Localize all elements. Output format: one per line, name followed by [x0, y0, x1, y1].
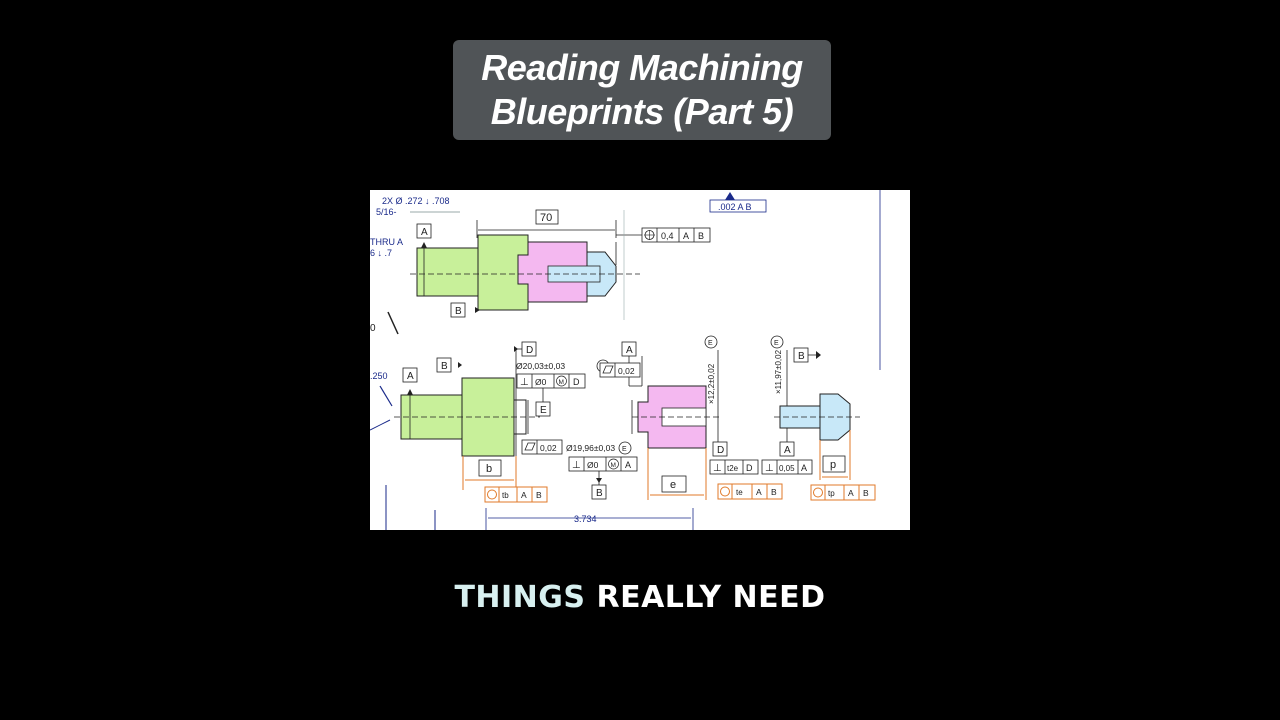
e-circle-2: E	[622, 446, 627, 453]
fcf-tb: tb	[502, 491, 509, 500]
dim-20: Ø20,03±0,03	[516, 361, 565, 371]
svg-text:⊥: ⊥	[765, 463, 774, 474]
fcf-19-zero: Ø0	[587, 460, 599, 470]
dim-3734: 3.734	[574, 514, 597, 524]
video-title-box: Reading Machining Blueprints (Part 5)	[453, 40, 831, 140]
caption-word-1: THINGS	[454, 580, 586, 615]
fcf-t2e: t2e	[727, 464, 739, 473]
blueprint-diagram: 2X Ø .272 ↓ .708 5/16- THRU A 6 ↓ .7 .25…	[370, 190, 910, 530]
dim-12: ×12,2±0,02	[707, 363, 716, 404]
fcf-te-A: A	[756, 487, 762, 497]
datum-B-bl: B	[441, 361, 448, 372]
fcf-005-A: A	[801, 463, 807, 473]
dim-19: Ø19,96±0,03	[566, 443, 615, 453]
subtitle-caption: THINGS REALLY NEED	[0, 580, 1280, 615]
fcf-tp-B: B	[863, 488, 869, 498]
datum-A-mid: A	[626, 345, 633, 356]
title-line-2: Blueprints (Part 5)	[490, 91, 794, 132]
top-green-shaft	[416, 247, 480, 297]
datum-B-19: B	[596, 488, 603, 499]
top-note-2: 5/16-	[376, 207, 397, 217]
left-note-thru: THRU A	[370, 237, 403, 247]
datum-E-bl: E	[540, 405, 547, 416]
e-circle-3: E	[708, 340, 713, 347]
left-note-250: .250	[370, 371, 388, 381]
fcf-top-B: B	[698, 231, 704, 241]
e-circle-4: E	[774, 340, 779, 347]
fcf-te: te	[736, 488, 743, 497]
flat-bl: 0,02	[540, 443, 557, 453]
label-b: b	[486, 463, 492, 475]
datum-A-bl: A	[407, 371, 414, 382]
fcf-t2e-D: D	[746, 463, 753, 473]
label-p: p	[830, 459, 836, 471]
datum-D-bl: D	[526, 345, 533, 356]
svg-text:⊥: ⊥	[713, 463, 722, 474]
fcf-bl-m: M	[559, 379, 564, 386]
fcf-bl-D: D	[573, 377, 580, 387]
fcf-bl-zero: Ø0	[535, 377, 547, 387]
fcf-19-A: A	[625, 460, 631, 470]
dim-11: ×11,97±0,02	[774, 349, 783, 394]
datum-D-mid: D	[717, 445, 724, 456]
title-line-1: Reading Machining	[481, 47, 803, 88]
label-e: e	[670, 479, 676, 491]
fcf-tp: tp	[828, 489, 835, 498]
fcf-top-A: A	[683, 231, 689, 241]
caption-word-2: REALLY NEED	[596, 580, 826, 615]
svg-text:0: 0	[370, 323, 376, 334]
fcf-tb-A: A	[521, 490, 527, 500]
svg-text:⊥: ⊥	[520, 377, 529, 388]
fcf-005: 0,05	[779, 464, 795, 473]
fcf-te-B: B	[771, 487, 777, 497]
top-note-1: 2X Ø .272 ↓ .708	[382, 196, 450, 206]
datum-A-right: A	[784, 445, 791, 456]
datum-A-top: A	[421, 227, 428, 238]
svg-text:⊥: ⊥	[572, 460, 581, 471]
top-right-fcf: .002 A B	[718, 202, 752, 212]
fcf-top-value: 0,4	[661, 231, 674, 241]
dim-70: 70	[540, 212, 552, 224]
fcf-tp-A: A	[848, 488, 854, 498]
datum-B-top: B	[455, 306, 462, 317]
fcf-19-m: M	[611, 462, 616, 469]
left-note-depth: 6 ↓ .7	[370, 248, 392, 258]
datum-B-right: B	[798, 351, 805, 362]
flat-mid: 0,02	[618, 366, 635, 376]
fcf-tb-B: B	[536, 490, 542, 500]
